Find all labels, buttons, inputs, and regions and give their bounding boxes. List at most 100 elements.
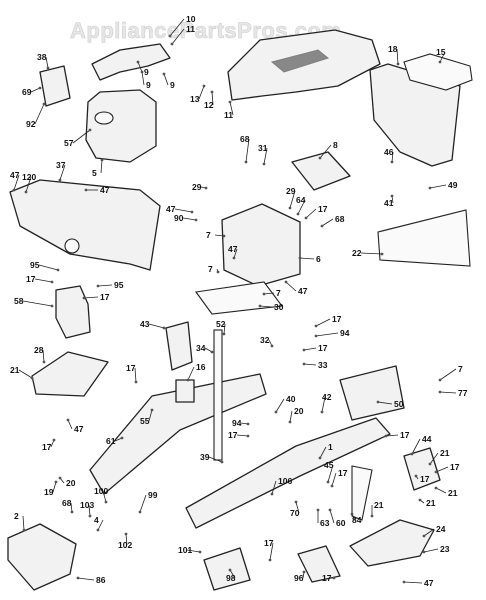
callout-number: 40 bbox=[286, 394, 296, 404]
callout-44: 44 bbox=[410, 434, 432, 456]
callout-number: 60 bbox=[336, 518, 346, 528]
callout-17: 17 bbox=[414, 474, 430, 484]
bracket-43-shape bbox=[165, 321, 193, 371]
callout-number: 28 bbox=[34, 345, 44, 355]
callout-41: 41 bbox=[384, 194, 394, 208]
fastener-dot bbox=[244, 160, 248, 164]
callout-17: 17 bbox=[302, 343, 328, 353]
leader-line bbox=[229, 101, 234, 116]
callout-21: 21 bbox=[10, 365, 34, 380]
leader-line bbox=[67, 419, 73, 430]
leader-line bbox=[208, 456, 223, 463]
leader-line bbox=[435, 466, 449, 473]
callout-17: 17 bbox=[82, 292, 110, 302]
fastener-dot bbox=[328, 508, 332, 512]
callout-number: 17 bbox=[26, 274, 36, 284]
callout-number: 47 bbox=[424, 578, 434, 588]
leader-line bbox=[321, 396, 326, 413]
callout-number: 29 bbox=[286, 186, 296, 196]
callout-number: 30 bbox=[274, 302, 284, 312]
callout-70: 70 bbox=[290, 500, 300, 518]
leader-line bbox=[435, 487, 447, 494]
leader-line bbox=[385, 434, 399, 437]
leader-line bbox=[223, 323, 226, 335]
fastener-dot bbox=[246, 434, 250, 438]
callout-49: 49 bbox=[428, 180, 458, 190]
leader-line bbox=[331, 472, 337, 487]
callout-number: 22 bbox=[352, 248, 362, 258]
callout-10: 10 bbox=[168, 14, 196, 38]
leader-line bbox=[319, 144, 332, 159]
pad-shape bbox=[175, 379, 195, 403]
leader-line bbox=[100, 159, 103, 174]
fastener-dot bbox=[332, 576, 336, 580]
callout-number: 17 bbox=[420, 474, 430, 484]
fastener-dot bbox=[350, 512, 354, 516]
leader-line bbox=[233, 248, 238, 259]
callout-number: 47 bbox=[298, 286, 308, 296]
fastener-dot bbox=[140, 70, 144, 74]
callout-21: 21 bbox=[428, 448, 450, 466]
fastener-dot bbox=[194, 218, 198, 222]
callout-number: 34 bbox=[196, 343, 206, 353]
callout-number: 12 bbox=[204, 100, 214, 110]
callout-number: 57 bbox=[64, 138, 74, 148]
callout-21: 21 bbox=[370, 500, 384, 518]
leader-line bbox=[137, 61, 143, 73]
footplate-shape bbox=[195, 281, 284, 315]
callout-7: 7 bbox=[262, 288, 281, 298]
fastener-dot bbox=[46, 66, 50, 70]
callout-17: 17 bbox=[434, 462, 460, 474]
callout-68: 68 bbox=[240, 134, 250, 164]
callout-number: 98 bbox=[226, 573, 236, 583]
callout-number: 50 bbox=[394, 399, 404, 409]
callout-number: 86 bbox=[96, 575, 106, 585]
callout-102: 102 bbox=[118, 532, 132, 550]
leader-line bbox=[329, 509, 335, 524]
callout-number: 70 bbox=[290, 508, 300, 518]
callout-95: 95 bbox=[30, 260, 60, 272]
callout-number: 17 bbox=[450, 462, 460, 472]
callout-number: 15 bbox=[436, 47, 446, 57]
callout-number: 17 bbox=[322, 573, 332, 583]
callout-17: 17 bbox=[26, 274, 54, 284]
leader-line bbox=[429, 184, 447, 189]
leader-line bbox=[377, 401, 393, 405]
fastener-dot bbox=[84, 188, 88, 192]
callout-47: 47 bbox=[402, 578, 434, 588]
rod-shape bbox=[213, 329, 223, 461]
callout-40: 40 bbox=[274, 394, 296, 414]
leader-line bbox=[141, 71, 145, 86]
leader-line bbox=[59, 164, 66, 181]
callout-number: 17 bbox=[400, 430, 410, 440]
fastener-dot bbox=[438, 378, 442, 382]
leader-line bbox=[403, 581, 423, 584]
callout-20: 20 bbox=[288, 406, 304, 424]
tower-shape bbox=[221, 203, 301, 287]
fastener-dot bbox=[88, 514, 92, 518]
dash-cover-shape bbox=[9, 179, 161, 271]
leader-line bbox=[174, 208, 193, 213]
callout-17: 17 bbox=[330, 468, 348, 488]
callout-number: 41 bbox=[384, 198, 394, 208]
callout-21: 21 bbox=[434, 486, 458, 498]
callout-57: 57 bbox=[64, 128, 92, 148]
callout-number: 24 bbox=[436, 524, 446, 534]
leader-line bbox=[315, 318, 331, 327]
callout-number: 17 bbox=[318, 343, 328, 353]
leader-line bbox=[263, 147, 268, 165]
fastener-dot bbox=[428, 186, 432, 190]
fastener-dot bbox=[262, 292, 266, 296]
fastener-dot bbox=[438, 60, 442, 64]
footrest-right-shape bbox=[349, 519, 435, 567]
leader-line bbox=[299, 257, 315, 260]
fastener-dot bbox=[42, 102, 46, 106]
bracket-shape bbox=[39, 65, 71, 107]
leader-line bbox=[229, 569, 236, 579]
callout-95: 95 bbox=[96, 280, 124, 290]
callout-number: 96 bbox=[294, 573, 304, 583]
leader-line bbox=[88, 504, 91, 517]
callout-99: 99 bbox=[138, 490, 158, 514]
callout-9: 9 bbox=[136, 60, 149, 77]
